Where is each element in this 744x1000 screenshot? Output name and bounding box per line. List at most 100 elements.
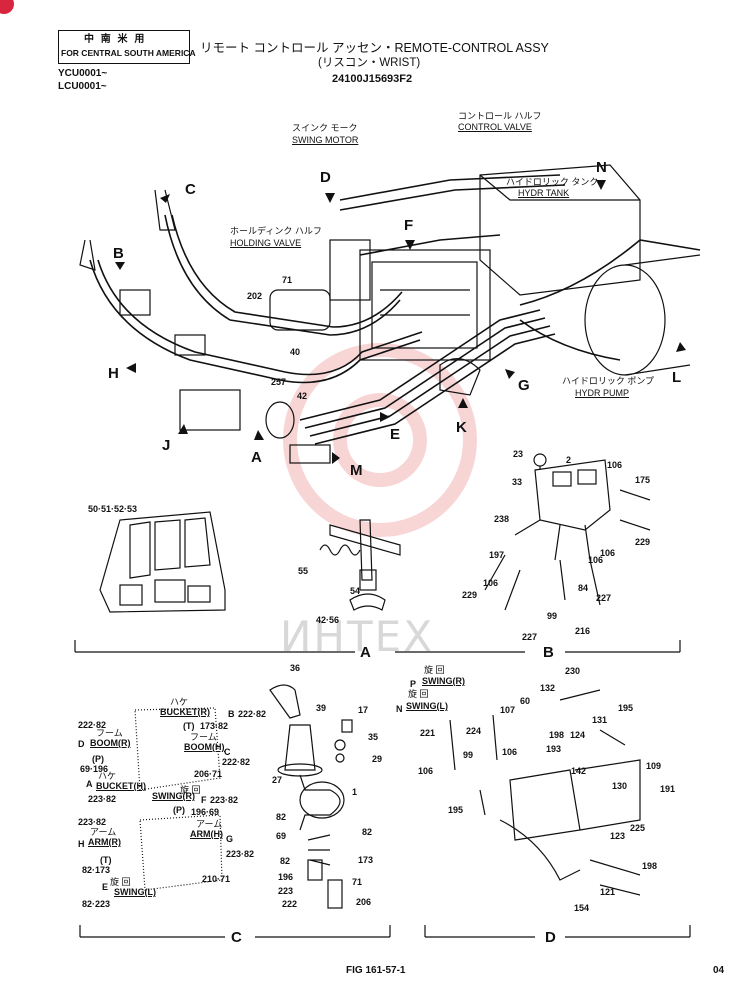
page-subtitle: (リスコン・WRIST) [318,57,421,69]
part-b-197: 197 [489,550,505,560]
part-d-107: 107 [500,705,516,715]
part-54: 54 [350,586,361,596]
swing-l-label: SWING(L) [114,887,156,897]
part-b-106c: 106 [588,555,604,565]
part-number: 24100J15693F2 [332,73,413,85]
arrow-letter-b: B [113,245,124,262]
part-b-175: 175 [635,475,651,485]
part-b-227a: 227 [596,593,612,603]
watermark: ИНТЕХ [280,612,434,661]
view-a-caption: A [360,644,371,661]
d-swing-r-label: SWING(R) [422,676,465,686]
part-b-106a: 106 [607,460,623,470]
swing-motor-jp: スインク モーク [292,123,358,133]
view-d-caption: D [545,929,556,946]
arrow-letter-g: G [518,377,530,394]
page-number: 04 [713,965,725,976]
arrow-letter-l: L [672,369,682,386]
arm-r-label: ARM(R) [88,837,121,847]
p-right-nums: 196·69 [191,807,220,817]
part-d-154: 154 [574,903,590,913]
view-c-caption: C [231,929,242,946]
d-n-code: N [396,704,403,714]
arm-h-kana: アーム [196,819,223,829]
bucket-h-kana: ハケ [98,771,117,781]
region-en: FOR CENTRAL SOUTH AMERICA [61,48,196,58]
part-c-27: 27 [272,775,283,785]
d-swing-l-kana: 旋 回 [408,689,429,699]
part-d-191: 191 [660,784,676,794]
part-42-56: 42·56 [316,615,340,625]
arrow-letter-a: A [251,449,262,466]
mid-nums: 206·71 [194,769,223,779]
arrow-letter-m: M [350,462,363,479]
part-d-60: 60 [520,696,531,706]
swing-r-label: SWING(R) [152,791,195,801]
part-d-225: 225 [630,823,646,833]
arrow-letter-f: F [404,217,414,234]
part-b-99: 99 [547,611,558,621]
part-c-69: 69 [276,831,287,841]
part-d-106b: 106 [418,766,434,776]
bucket-r-kana: ハケ [170,697,189,707]
part-d-224: 224 [466,726,482,736]
f-nums: 223·82 [210,795,239,805]
part-d-123: 123 [610,831,626,841]
part-c-223: 223 [278,886,294,896]
part-c-206: 206 [356,897,372,907]
arrow-letter-k: K [456,419,467,436]
bucket-r-label: BUCKET(R) [160,707,210,717]
swing-l-kana: 旋 回 [110,877,131,887]
part-c-71: 71 [352,877,363,887]
part-71: 71 [282,275,293,285]
page-title: リモート コントロール アッセン・REMOTE-CONTROL ASSY [200,41,549,55]
boom-h-kana: フーム [190,732,217,742]
part-d-195b: 195 [448,805,464,815]
part-c-82c: 82 [280,856,291,866]
part-c-36: 36 [290,663,301,673]
arm-r-kana: アーム [90,827,117,837]
arrow-letter-e: E [390,426,401,443]
part-d-230: 230 [565,666,581,676]
part-d-142: 142 [571,766,587,776]
part-d-221: 221 [420,728,436,738]
part-42: 42 [297,391,308,401]
part-b-229b: 229 [462,590,478,600]
e-code: E [102,882,109,892]
f-code: F [201,795,207,805]
control-valve-label: CONTROL VALVE [458,122,532,132]
part-b-84: 84 [578,583,589,593]
part-c-173: 173 [358,855,374,865]
a-nums: 223·82 [88,794,117,804]
part-d-132: 132 [540,683,556,693]
holding-valve-label: HOLDING VALVE [230,238,302,248]
bot-nums: 210·71 [202,874,231,884]
part-c-196: 196 [278,872,294,882]
cab-label: 50·51·52·53 [88,504,138,514]
region-jp: 中 南 米 用 [84,34,147,45]
h-nums: 223·82 [78,817,107,827]
arrow-letter-h: H [108,365,119,382]
g-nums: 223·82 [226,849,255,859]
swing-r-kana: 旋 回 [180,785,201,795]
arrow-letter-d: D [320,169,331,186]
hydr-tank-label: HYDR TANK [518,188,570,198]
part-b-33: 33 [512,477,523,487]
h-code: H [78,839,85,849]
part-b-216: 216 [575,626,591,636]
part-d-99: 99 [463,750,474,760]
arrow-letter-j: J [162,437,171,454]
t-top-nums: 173·82 [200,721,229,731]
t-top: (T) [183,721,195,731]
part-c-35: 35 [368,732,379,742]
part-d-106a: 106 [502,747,518,757]
figure-number: FIG 161-57-1 [346,965,406,976]
part-c-39: 39 [316,703,327,713]
holding-valve-jp: ホールディンク ハルフ [230,226,322,236]
hydr-pump-label: HYDR PUMP [575,388,630,398]
b-code: B [228,709,235,719]
g-code: G [226,834,234,844]
hydr-tank-jp: ハイドロリック タンク [506,177,599,187]
swing-motor-label: SWING MOTOR [292,135,359,145]
